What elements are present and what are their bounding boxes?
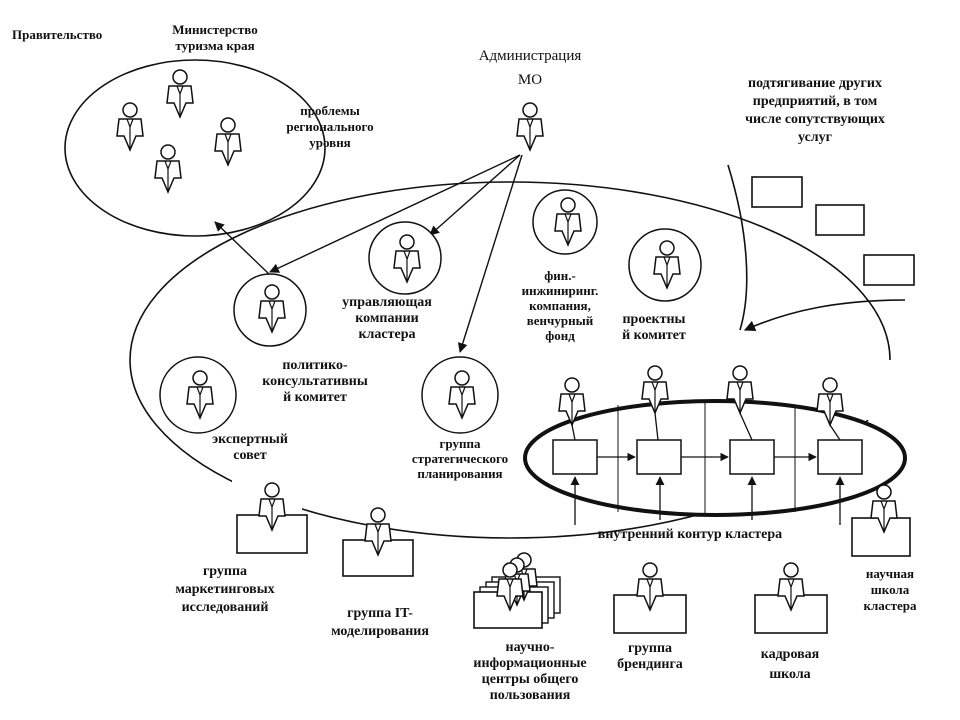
fin-company-node — [532, 189, 598, 255]
marketing-group-node — [236, 482, 308, 554]
enterprise-box — [815, 204, 865, 236]
label-attract-enterprises: подтягивание других предприятий, в том ч… — [745, 76, 885, 145]
inner-unit-box — [552, 439, 598, 475]
project-committee-node — [628, 228, 702, 302]
label-science-school: научная школа кластера — [863, 566, 917, 613]
inner-unit-box — [636, 439, 682, 475]
label-expert-council: экспертный совет — [212, 432, 288, 463]
label-management-company: управляющая компании кластера — [342, 295, 432, 342]
label-administration: Администрация МО — [478, 48, 582, 88]
label-hr-school: кадровая школа — [760, 647, 820, 682]
branding-group-node — [613, 562, 687, 634]
label-project-committee: проектны й комитет — [622, 312, 686, 343]
strategic-group-node — [421, 356, 499, 434]
inner-unit-box — [729, 439, 775, 475]
label-strategic-group: группа стратегического планирования — [411, 436, 509, 481]
label-government: Правительство — [12, 27, 103, 42]
info-centers-node — [473, 552, 561, 629]
label-inner-contour: внутренний контур кластера — [597, 527, 783, 542]
label-regional-problems: проблемы регионального уровня — [286, 103, 374, 150]
label-fin-company: фин.- инжиниринг. компания, венчурный фо… — [521, 268, 599, 343]
label-it-group: группа IT- моделирования — [331, 606, 429, 639]
hr-school-node — [754, 562, 828, 634]
administration-person-icon — [516, 102, 544, 151]
label-ministry: Министерство туризма края — [172, 22, 258, 53]
enterprise-box — [863, 254, 915, 286]
enterprise-box — [751, 176, 803, 208]
it-group-node — [342, 507, 414, 577]
science-school-node — [851, 484, 911, 557]
label-political-committee: политико- консультативны й комитет — [262, 358, 368, 405]
label-info-centers: научно- информационные центры общего пол… — [473, 640, 587, 703]
inner-contour-ellipse — [523, 399, 907, 517]
management-company-node — [368, 221, 442, 295]
political-committee-node — [159, 356, 237, 434]
management-company-node-2 — [233, 273, 307, 347]
label-branding-group: группа брендинга — [617, 641, 683, 672]
inner-unit-box — [817, 439, 863, 475]
label-marketing-group: группа маркетинговых исследований — [175, 564, 275, 615]
